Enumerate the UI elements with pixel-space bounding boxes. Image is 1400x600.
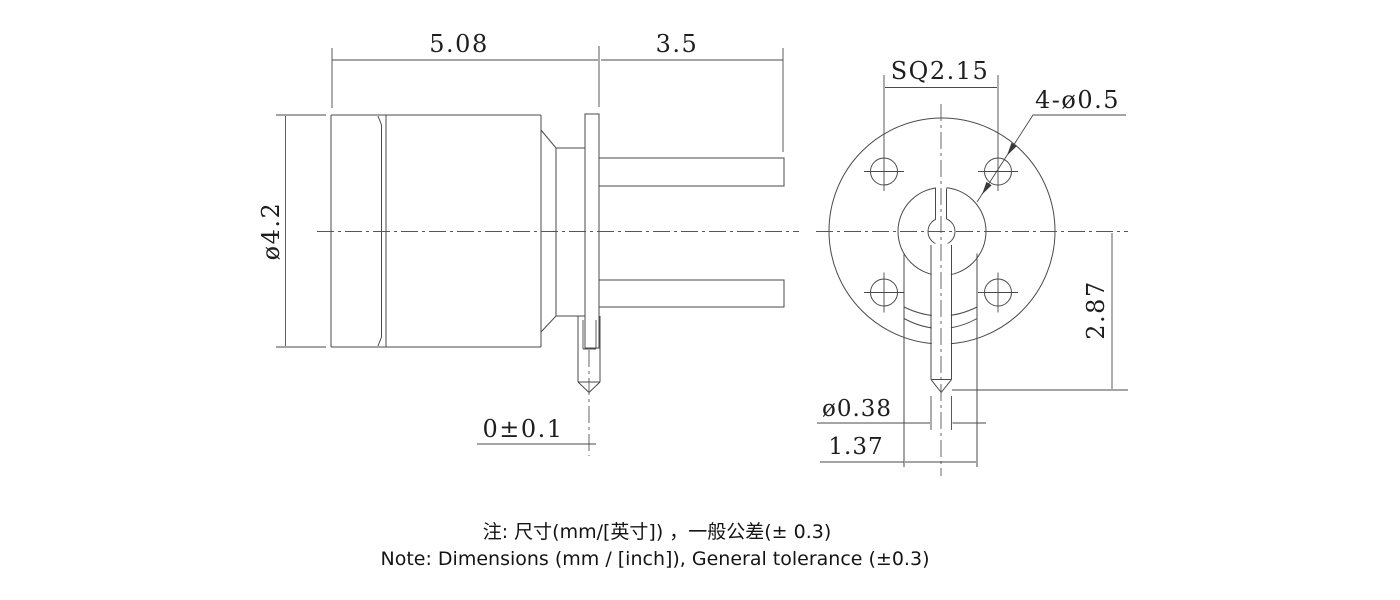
pin-bore-hidden [582, 320, 597, 350]
note-en: Note: Dimensions (mm / [inch]), General … [381, 548, 930, 570]
dim-hole-square: SQ2.15 [883, 57, 999, 191]
dim-pin-diameter-text: ø0.38 [822, 396, 892, 422]
body-outline [330, 114, 542, 348]
dim-body-diameter-text: ø4.2 [257, 202, 285, 261]
pin-mask-lower [931, 243, 951, 393]
dim-pin-extension: 2.87 [952, 233, 1128, 391]
callout-leader [976, 114, 1126, 203]
front-view: SQ2.15 4-ø0.5 2.87 ø0.38 1.37 [816, 57, 1128, 476]
dim-leg-length-text: 3.5 [656, 30, 699, 58]
callout-mounting-holes: 4-ø0.5 [976, 86, 1126, 203]
pin-socket-front [935, 188, 947, 219]
body-step [540, 129, 585, 333]
dim-hole-square-text: SQ2.15 [891, 57, 990, 85]
dim-pin-diameter-extensions [930, 396, 952, 430]
dim-leg-span: 1.37 [820, 434, 976, 462]
callout-mounting-holes-text: 4-ø0.5 [1035, 86, 1120, 114]
body-groove [377, 115, 387, 347]
dim-body-length: 5.08 [331, 30, 600, 108]
dim-pin-flush: 0±0.1 [477, 415, 596, 445]
callout-arrow-outer [1007, 142, 1017, 156]
side-view: 5.08 3.5 ø4.2 0±0.1 [257, 30, 799, 456]
callout-arrow-inner [982, 181, 992, 195]
note-zh: 注: 尺寸(mm/[英寸]) ，一般公差(± 0.3) [483, 521, 832, 543]
dim-pin-extension-text: 2.87 [1082, 280, 1110, 339]
dim-body-length-text: 5.08 [429, 30, 488, 58]
leg-band-edges [903, 253, 978, 467]
dim-pin-diameter: ø0.38 [817, 396, 986, 430]
dim-leg-length: 3.5 [601, 30, 784, 152]
dim-leg-span-text: 1.37 [828, 434, 883, 460]
flange-plate [584, 113, 600, 349]
dim-pin-flush-text: 0±0.1 [482, 415, 563, 443]
top-leg [599, 157, 785, 187]
drawing-notes: 注: 尺寸(mm/[英寸]) ，一般公差(± 0.3) Note: Dimens… [381, 521, 930, 570]
dim-hole-square-extensions [883, 75, 999, 191]
bottom-leg [599, 279, 785, 308]
dim-body-diameter-extensions [276, 114, 326, 348]
dim-body-diameter: ø4.2 [257, 114, 326, 348]
